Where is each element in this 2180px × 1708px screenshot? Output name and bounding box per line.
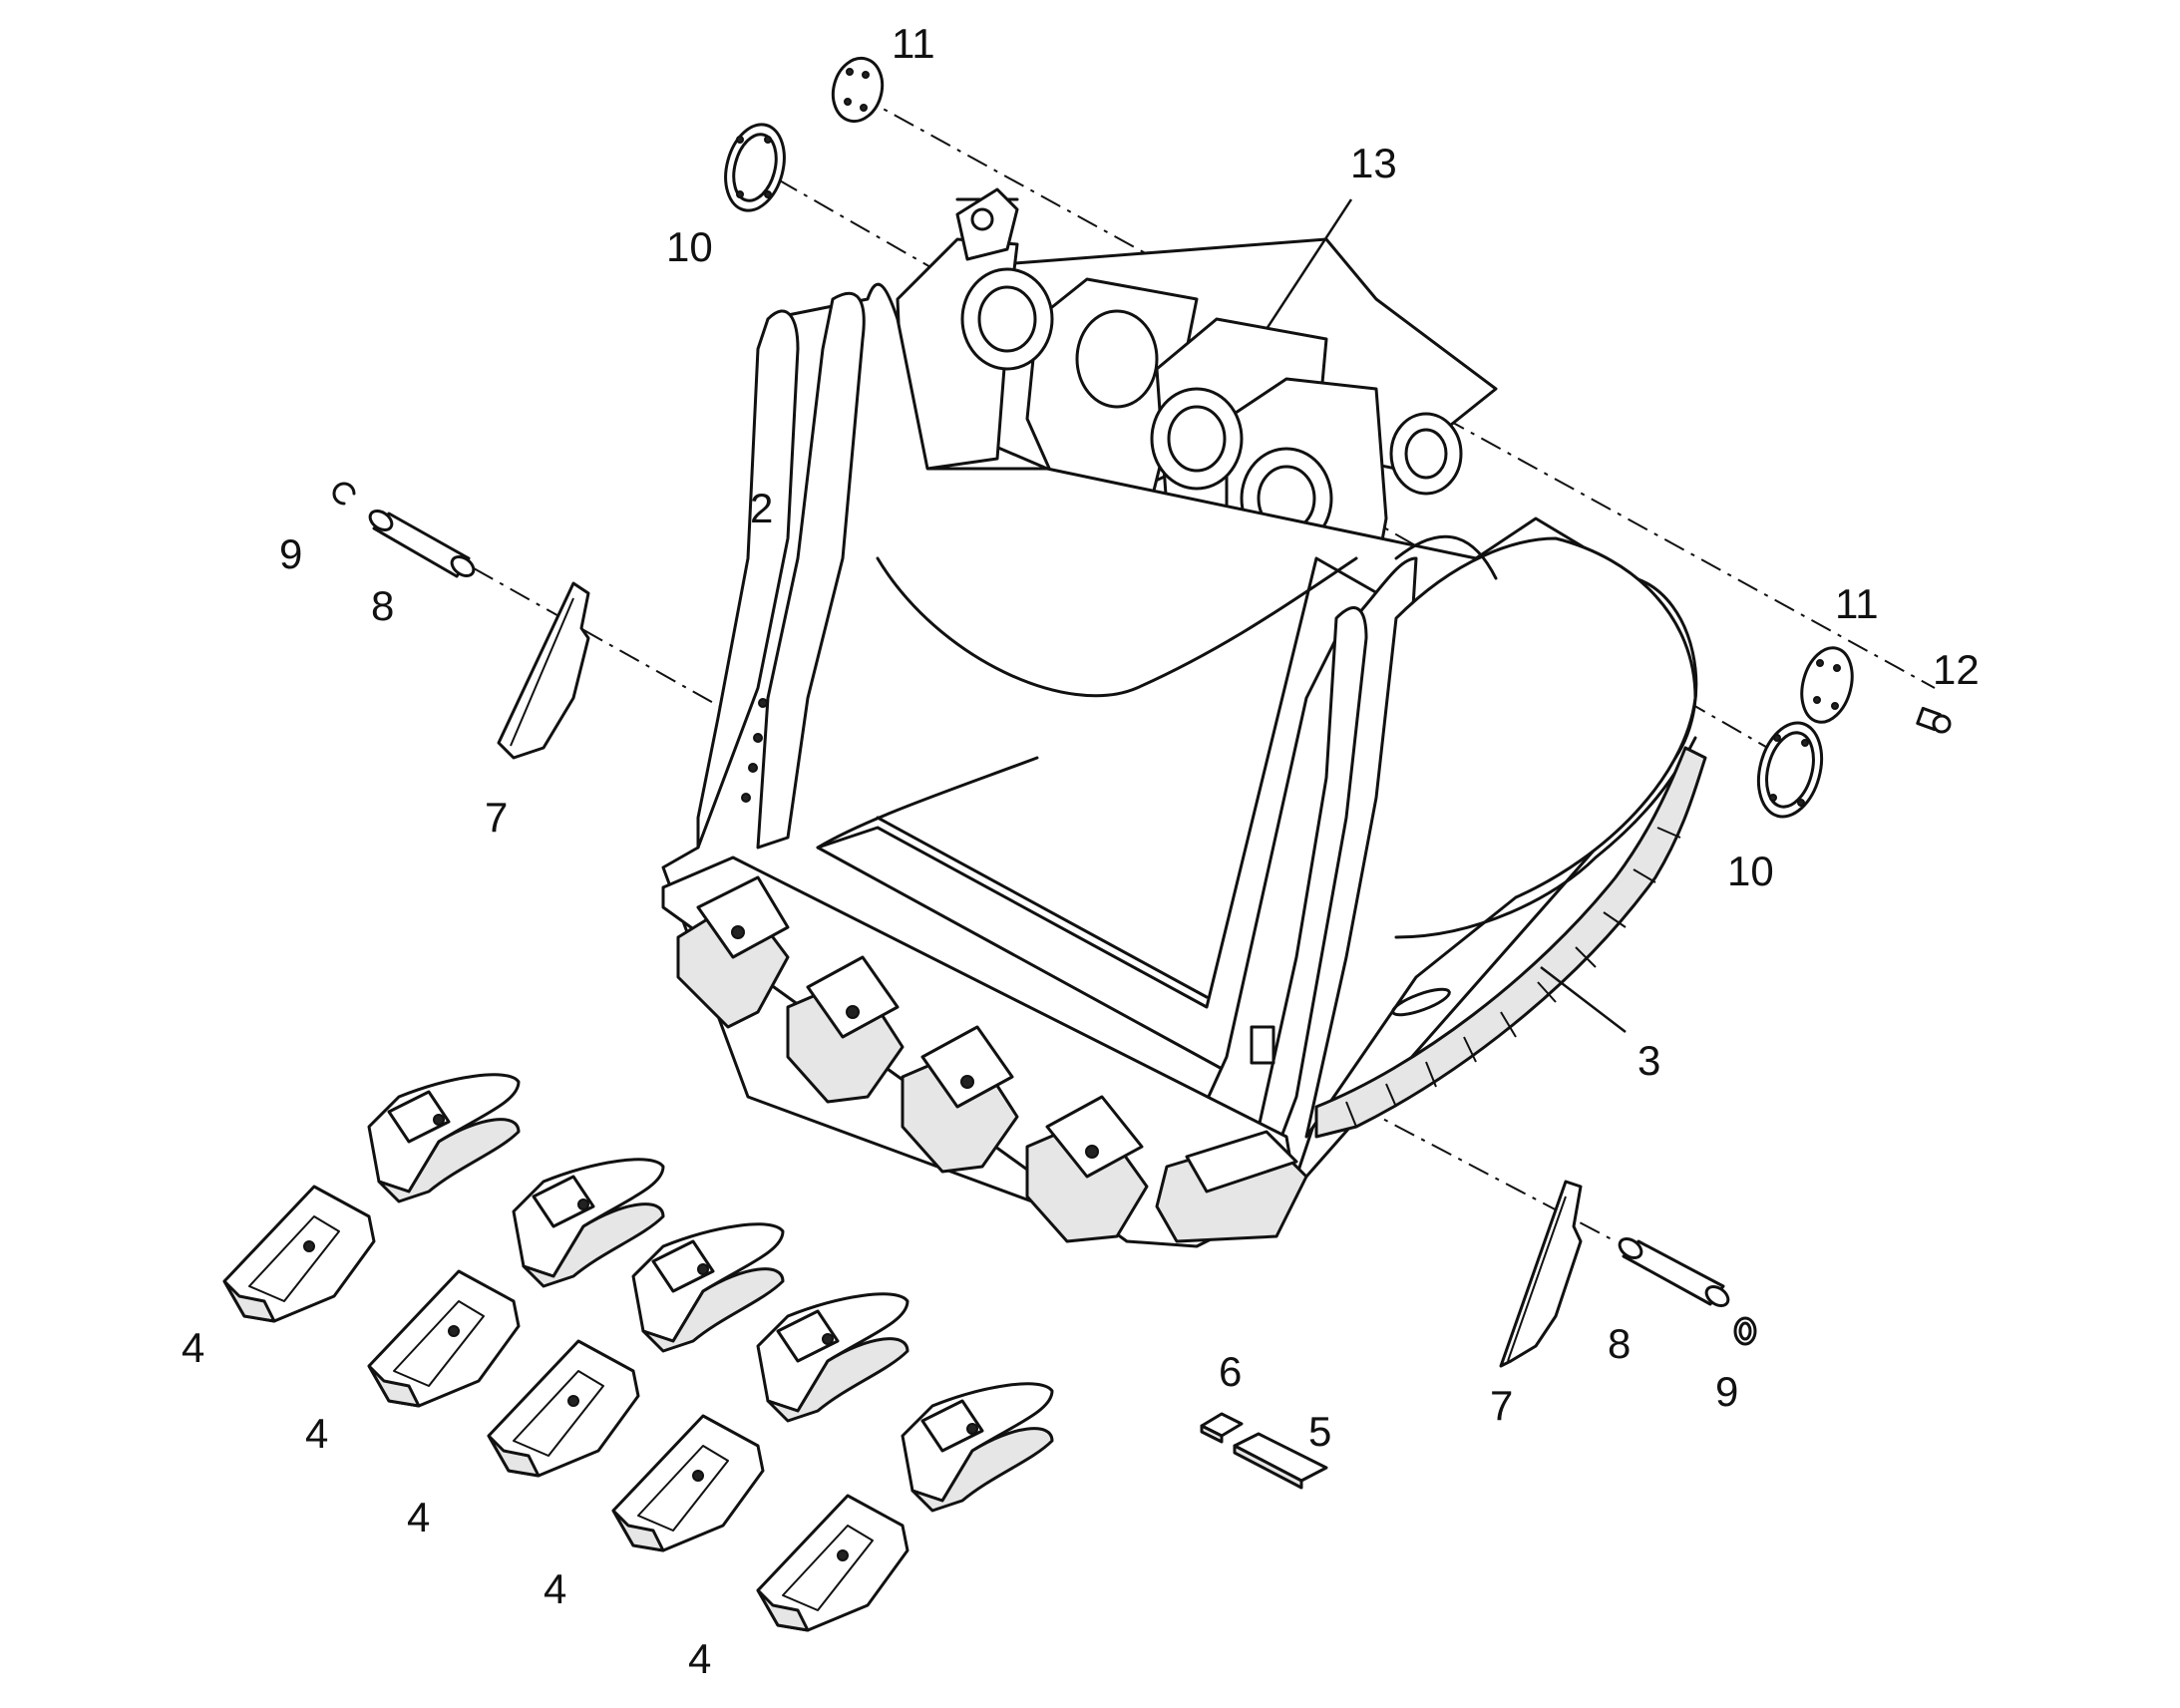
lip-adapter-1: [676, 875, 790, 1029]
lip-adapter-4: [1025, 1095, 1149, 1243]
callout-5: 5: [1308, 1408, 1331, 1455]
callout-7b: 7: [1490, 1382, 1513, 1429]
tooth-tip-1: [367, 1073, 521, 1203]
ring-9-left: [332, 482, 356, 506]
pin-8-left: [368, 509, 476, 578]
ring-9-right: [1733, 1316, 1757, 1346]
tooth-adapter-5: [756, 1494, 909, 1632]
leader-lines: [1265, 198, 1627, 1033]
tooth-tip-2: [512, 1158, 665, 1288]
callout-2: 2: [750, 485, 773, 531]
callout-10a: 10: [666, 223, 713, 270]
end-cap-10-right: [1756, 721, 1824, 819]
callout-7a: 7: [485, 794, 508, 841]
end-cap-11-right: [1800, 646, 1854, 724]
retainer-6: [1200, 1412, 1244, 1444]
callout-6: 6: [1219, 1348, 1242, 1395]
tooth-adapter-3: [487, 1339, 640, 1478]
callout-12: 12: [1933, 646, 1980, 693]
callout-9a: 9: [279, 530, 302, 577]
tooth-tip-4: [756, 1292, 909, 1423]
callout-8a: 8: [371, 582, 394, 629]
callout-10b: 10: [1727, 848, 1774, 894]
callout-3: 3: [1637, 1037, 1660, 1084]
tooth-adapter-2: [367, 1269, 521, 1408]
side-cutter-7-right: [1499, 1180, 1583, 1368]
callout-11b: 11: [1835, 580, 1879, 627]
bucket-lip-adapters: [661, 855, 1308, 1248]
side-cutter-7-left: [497, 581, 590, 760]
callout-labels: 2 3 4 4 4 4 4 5 6 7 7 8 8 9 9 10 10 11 1…: [182, 20, 1980, 1682]
tooth-tip-3: [631, 1222, 785, 1353]
callout-4a: 4: [182, 1324, 204, 1371]
callout-11a: 11: [892, 20, 935, 67]
callout-13: 13: [1350, 140, 1397, 186]
callout-4b: 4: [305, 1410, 328, 1457]
tooth-adapter-4: [611, 1414, 765, 1552]
lock-pin-5: [1233, 1432, 1328, 1490]
callout-9b: 9: [1715, 1368, 1738, 1415]
loose-teeth-group: [222, 1073, 1054, 1632]
lip-adapter-2: [786, 955, 905, 1104]
lip-corner-adapter: [1155, 1130, 1308, 1243]
callout-8b: 8: [1608, 1320, 1631, 1367]
callout-4e: 4: [688, 1635, 711, 1682]
lip-adapter-3: [901, 1025, 1019, 1174]
tooth-tip-5: [901, 1382, 1054, 1513]
callout-4d: 4: [544, 1565, 566, 1612]
end-cap-10-left: [724, 123, 786, 212]
end-cap-11-left: [831, 56, 885, 124]
pin-8-right: [1618, 1236, 1730, 1308]
callout-4c: 4: [407, 1494, 430, 1540]
bolt-12: [1916, 706, 1952, 734]
tooth-adapter-1: [222, 1185, 376, 1323]
